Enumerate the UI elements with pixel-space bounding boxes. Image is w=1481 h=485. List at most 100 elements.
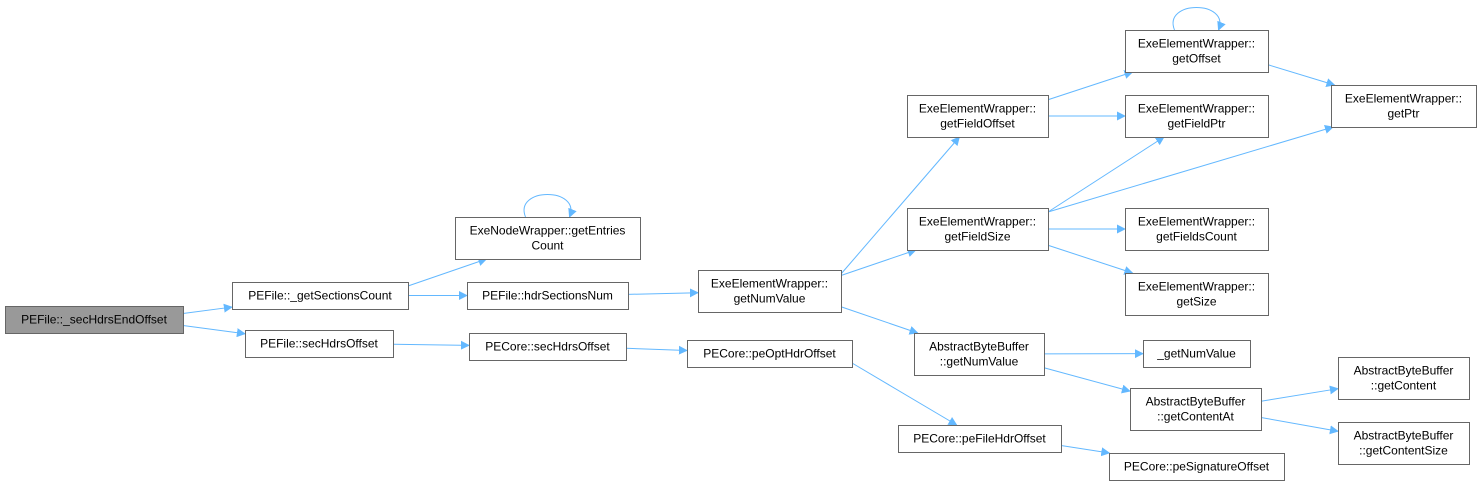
- edge-getFieldSize-to-getPtr: [1047, 125, 1334, 213]
- node-getContentAt[interactable]: AbstractByteBuffer::getContentAt: [1130, 388, 1262, 431]
- node-box: [898, 425, 1062, 453]
- node-box: [914, 333, 1045, 376]
- edge-secHdrsOffsetFile-to-secHdrsOffsetCore: [392, 340, 470, 350]
- node-label: getNumValue: [734, 292, 806, 306]
- node-label: ExeElementWrapper::: [711, 277, 828, 291]
- edge-secHdrsOffsetCore-to-peOptHdrOffset: [625, 345, 688, 355]
- node-label: getFieldPtr: [1167, 117, 1225, 131]
- node-label: ExeElementWrapper::: [919, 102, 1036, 116]
- node-label: Count: [531, 239, 564, 253]
- edge-getContentAt-to-getContentSize: [1260, 417, 1339, 435]
- node-peFileHdrOffset[interactable]: PECore::peFileHdrOffset: [898, 425, 1062, 453]
- node-getContentSize[interactable]: AbstractByteBuffer::getContentSize: [1338, 422, 1470, 465]
- edges-layer: [182, 7, 1339, 457]
- node-label: getFieldsCount: [1156, 230, 1237, 244]
- node-label: PEFile::_getSectionsCount: [248, 289, 392, 303]
- node-peSignatureOffset[interactable]: PECore::peSignatureOffset: [1109, 453, 1285, 481]
- node-secHdrsOffsetCore[interactable]: PECore::secHdrsOffset: [469, 333, 627, 361]
- node-label: PEFile::hdrSectionsNum: [482, 289, 613, 303]
- node-box: [687, 340, 853, 368]
- node-box: [1125, 30, 1269, 73]
- edge-hdrSectionsNum-to-getNumValueEW: [627, 288, 699, 298]
- node-label: AbstractByteBuffer: [1354, 364, 1454, 378]
- node-label: ExeElementWrapper::: [919, 215, 1036, 229]
- edge-getNumValueEW-to-getNumValueABB: [840, 306, 919, 335]
- node-label: ::getNumValue: [940, 355, 1019, 369]
- node-label: getFieldSize: [944, 230, 1010, 244]
- edge-getFieldOffset-to-getOffset: [1047, 70, 1134, 101]
- edge-getContentAt-to-getContent: [1260, 385, 1339, 402]
- node-label: ExeNodeWrapper::getEntries: [470, 224, 626, 238]
- node-box: [907, 95, 1049, 138]
- edge-root-to-getSectionsCount: [182, 303, 233, 314]
- node-label: AbstractByteBuffer: [929, 340, 1029, 354]
- node-label: getSize: [1176, 295, 1216, 309]
- node-label: AbstractByteBuffer: [1146, 395, 1246, 409]
- node-getSize[interactable]: ExeElementWrapper::getSize: [1125, 273, 1269, 316]
- edge-getNumValueEW-to-getFieldOffset: [840, 136, 960, 275]
- node-label: PECore::peSignatureOffset: [1124, 460, 1270, 474]
- edge-getFieldSize-to-getSize: [1047, 244, 1134, 275]
- node-box: [232, 282, 409, 310]
- node-label: PECore::peOptHdrOffset: [703, 347, 836, 361]
- edge-getNumValueABB-to-getContentAt: [1043, 367, 1131, 394]
- node-label: ExeElementWrapper::: [1138, 280, 1255, 294]
- node-getFieldSize[interactable]: ExeElementWrapper::getFieldSize: [907, 208, 1049, 251]
- node-label: ExeElementWrapper::: [1138, 215, 1255, 229]
- edge-getSectionsCount-to-getEntriesCount: [407, 257, 488, 287]
- node-box: [1130, 388, 1262, 431]
- node-label: PECore::secHdrsOffset: [485, 340, 610, 354]
- node-box: [467, 282, 629, 310]
- node-getContent[interactable]: AbstractByteBuffer::getContent: [1338, 357, 1470, 400]
- node-label: _getNumValue: [1156, 347, 1236, 361]
- node-box: [1125, 95, 1269, 138]
- edge-getFieldSize-to-getFieldPtr: [1047, 136, 1165, 213]
- node-box: [5, 306, 184, 334]
- edge-getOffset-to-getOffset: [1172, 7, 1226, 31]
- node-box: [469, 333, 627, 361]
- node-label: getOffset: [1172, 52, 1221, 66]
- node-peOptHdrOffset[interactable]: PECore::peOptHdrOffset: [687, 340, 853, 368]
- edge-getOffset-to-getPtr: [1267, 64, 1336, 87]
- edge-root-to-secHdrsOffsetFile: [182, 325, 246, 338]
- node-label: ::getContentSize: [1359, 444, 1448, 458]
- node-label: getFieldOffset: [940, 117, 1015, 131]
- node-label: ::getContentAt: [1157, 410, 1234, 424]
- node-box: [907, 208, 1049, 251]
- node-label: ExeElementWrapper::: [1138, 37, 1255, 51]
- node-label: ExeElementWrapper::: [1345, 92, 1462, 106]
- node-getSectionsCount[interactable]: PEFile::_getSectionsCount: [232, 282, 409, 310]
- node-label: ::getContent: [1371, 379, 1437, 393]
- nodes-layer: PEFile::_secHdrsEndOffset PEFile::_getSec…: [5, 30, 1477, 481]
- node-getFieldPtr[interactable]: ExeElementWrapper::getFieldPtr: [1125, 95, 1269, 138]
- node-box: [1331, 85, 1477, 128]
- node-box: [1125, 273, 1269, 316]
- node-box: [1143, 340, 1251, 368]
- node-underscoreGetNumValue[interactable]: _getNumValue: [1143, 340, 1251, 368]
- node-box: [1338, 357, 1470, 400]
- node-label: ExeElementWrapper::: [1138, 102, 1255, 116]
- node-getNumValueABB[interactable]: AbstractByteBuffer::getNumValue: [914, 333, 1045, 376]
- node-getOffset[interactable]: ExeElementWrapper::getOffset: [1125, 30, 1269, 73]
- node-secHdrsOffsetFile[interactable]: PEFile::secHdrsOffset: [245, 330, 394, 358]
- node-label: PEFile::secHdrsOffset: [260, 337, 378, 351]
- edge-getNumValueEW-to-getFieldSize: [840, 248, 917, 276]
- node-getNumValueEW[interactable]: ExeElementWrapper::getNumValue: [698, 270, 842, 313]
- node-root[interactable]: PEFile::_secHdrsEndOffset: [5, 306, 184, 334]
- node-box: [455, 217, 641, 260]
- node-box: [1125, 208, 1269, 251]
- node-label: getPtr: [1387, 107, 1419, 121]
- node-box: [245, 330, 394, 358]
- node-label: AbstractByteBuffer: [1354, 429, 1454, 443]
- node-label: PECore::peFileHdrOffset: [913, 432, 1046, 446]
- edge-getEntriesCount-to-getEntriesCount: [523, 194, 577, 218]
- node-getPtr[interactable]: ExeElementWrapper::getPtr: [1331, 85, 1477, 128]
- node-hdrSectionsNum[interactable]: PEFile::hdrSectionsNum: [467, 282, 629, 310]
- edge-peFileHdrOffset-to-peSignatureOffset: [1060, 445, 1111, 457]
- node-getFieldOffset[interactable]: ExeElementWrapper::getFieldOffset: [907, 95, 1049, 138]
- node-box: [1109, 453, 1285, 481]
- node-box: [1338, 422, 1470, 465]
- node-getFieldsCount[interactable]: ExeElementWrapper::getFieldsCount: [1125, 208, 1269, 251]
